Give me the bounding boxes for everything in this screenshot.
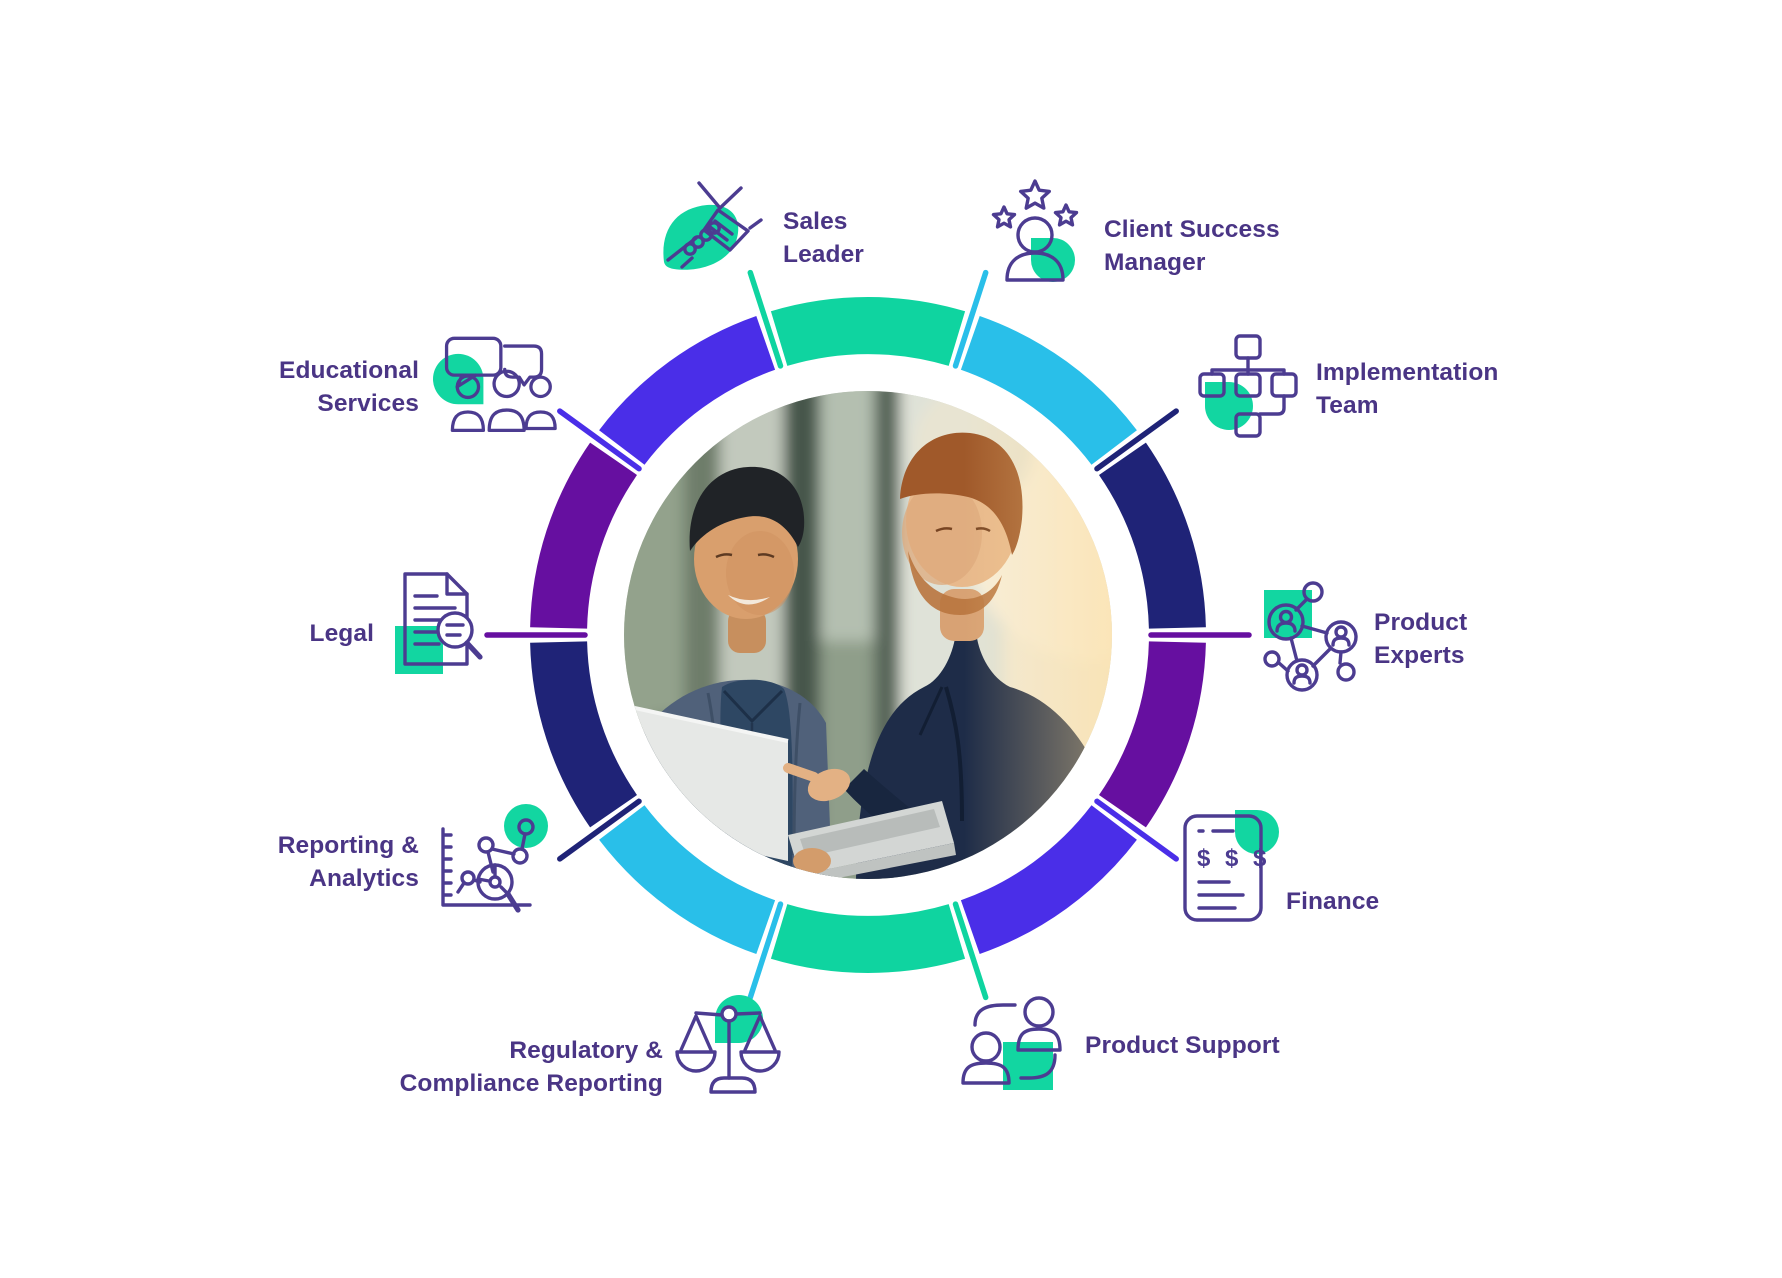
org-chart-icon [1198,334,1298,438]
center-photo [624,391,1112,879]
ring-segment-2 [1099,442,1206,629]
label-line: Product Support [1085,1032,1280,1059]
label-line: Leader [783,241,864,268]
label-line: Sales [783,208,848,235]
label-line: Client Success [1104,216,1280,243]
ring-tick-0 [952,269,989,369]
label-line: Product [1374,609,1468,636]
label-product-support: Product Support [1085,1029,1280,1062]
ring-segment-8 [530,442,637,629]
ring-segment-0 [770,297,966,366]
handshake-icon [663,181,763,270]
label-line: Educational [279,357,419,384]
label-regulatory-compliance-reporting: Regulatory & Compliance Reporting [293,1034,663,1100]
photo-warm-light [964,391,1112,879]
label-line: Reporting & [277,832,419,859]
scales-icon [675,995,781,1094]
analytics-chart-icon [441,804,548,913]
label-line: Implementation [1316,359,1499,386]
people-chat-icon [433,336,557,433]
label-finance: Finance [1286,885,1379,918]
invoice-dollars-icon: $ $ $ [1183,810,1279,922]
label-legal: Legal [254,617,374,650]
label-line: Analytics [309,865,419,892]
label-line: Services [317,390,419,417]
label-line: Experts [1374,642,1465,669]
label-line: Regulatory & [509,1037,663,1064]
people-network-icon [1263,581,1358,692]
label-line: Team [1316,392,1379,419]
people-sync-icon [961,996,1062,1090]
label-line: Manager [1104,249,1206,276]
label-line: Compliance Reporting [399,1070,663,1097]
document-magnifier-icon [395,572,483,674]
label-reporting-analytics: Reporting & Analytics [199,829,419,895]
ring-tick-4 [952,901,989,1001]
ring-tick-5 [747,901,784,1001]
person-stars-icon [991,179,1079,282]
svg-text:$ $ $: $ $ $ [1197,845,1270,872]
label-line: Legal [309,620,374,647]
label-line: Finance [1286,888,1380,915]
ring-segment-5 [770,904,966,973]
ring-tick-9 [747,269,784,369]
